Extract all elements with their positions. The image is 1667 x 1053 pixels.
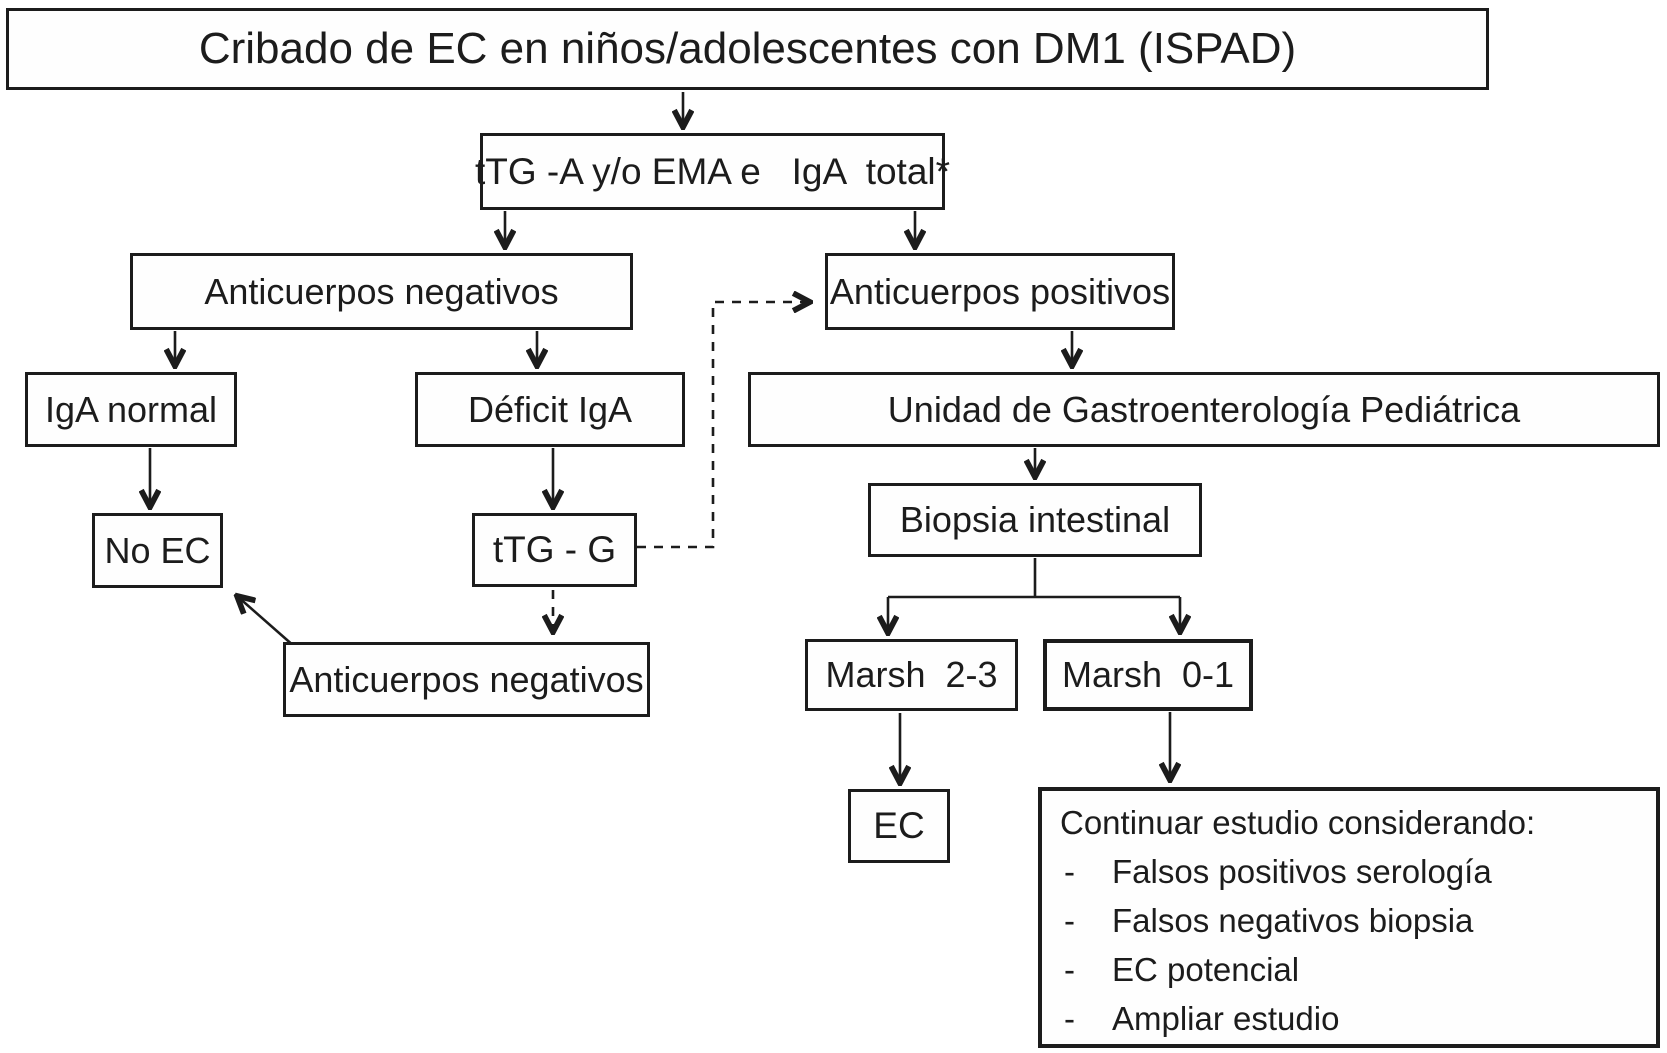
- node-label: EC: [873, 805, 925, 846]
- node-label: IgA normal: [44, 388, 218, 430]
- continue-item-text: EC potencial: [1112, 951, 1300, 988]
- title-text: Cribado de EC en niños/adolescentes con …: [198, 24, 1297, 73]
- node-label: Anticuerpos negativos: [204, 270, 559, 312]
- node-label: tTG -A y/o EMA e IgA total*: [474, 150, 951, 192]
- node-antibodies-positive: Anticuerpos positivos: [825, 253, 1175, 330]
- bullet-dash: -: [1064, 951, 1075, 988]
- node-gastro-unit: Unidad de Gastroenterología Pediátrica: [748, 372, 1660, 447]
- continue-item-text: Falsos positivos serología: [1112, 853, 1492, 890]
- node-continue-study: Continuar estudio considerando: - Falsos…: [1038, 787, 1660, 1048]
- node-ec: EC: [848, 789, 950, 863]
- continue-item: - Ampliar estudio: [1060, 994, 1656, 1043]
- bullet-dash: -: [1064, 1000, 1075, 1037]
- node-label: No EC: [104, 529, 211, 571]
- bullet-dash: -: [1064, 853, 1075, 890]
- continue-item-text: Falsos negativos biopsia: [1112, 902, 1474, 939]
- node-iga-normal: IgA normal: [25, 372, 237, 447]
- node-antibodies-negative-2: Anticuerpos negativos: [283, 642, 650, 717]
- node-label: Unidad de Gastroenterología Pediátrica: [887, 388, 1521, 430]
- node-label: Marsh 0-1: [1061, 654, 1235, 695]
- node-antibodies-negative: Anticuerpos negativos: [130, 253, 633, 330]
- node-label: Marsh 2-3: [825, 654, 998, 695]
- node-biopsy: Biopsia intestinal: [868, 483, 1202, 557]
- node-marsh-2-3: Marsh 2-3: [805, 639, 1018, 711]
- node-ttg-g: tTG - G: [472, 513, 637, 587]
- continue-heading: Continuar estudio considerando:: [1060, 804, 1536, 841]
- continue-item: - Falsos negativos biopsia: [1060, 896, 1656, 945]
- node-marsh-0-1: Marsh 0-1: [1043, 639, 1253, 711]
- title-box: Cribado de EC en niños/adolescentes con …: [6, 8, 1489, 90]
- continue-item: - Falsos positivos serología: [1060, 847, 1656, 896]
- node-label: Anticuerpos negativos: [289, 658, 644, 700]
- node-label: tTG - G: [492, 529, 617, 570]
- node-label: Anticuerpos positivos: [829, 270, 1171, 312]
- node-label: Biopsia intestinal: [899, 499, 1171, 540]
- node-screening-test: tTG -A y/o EMA e IgA total*: [475, 133, 950, 210]
- node-label: Déficit IgA: [467, 388, 633, 430]
- node-no-ec: No EC: [92, 513, 223, 588]
- continue-item-text: Ampliar estudio: [1112, 1000, 1340, 1037]
- dashed-ttgg-to-positive: [637, 302, 810, 549]
- bullet-dash: -: [1064, 902, 1075, 939]
- continue-item: - EC potencial: [1060, 945, 1656, 994]
- node-iga-deficit: Déficit IgA: [415, 372, 685, 447]
